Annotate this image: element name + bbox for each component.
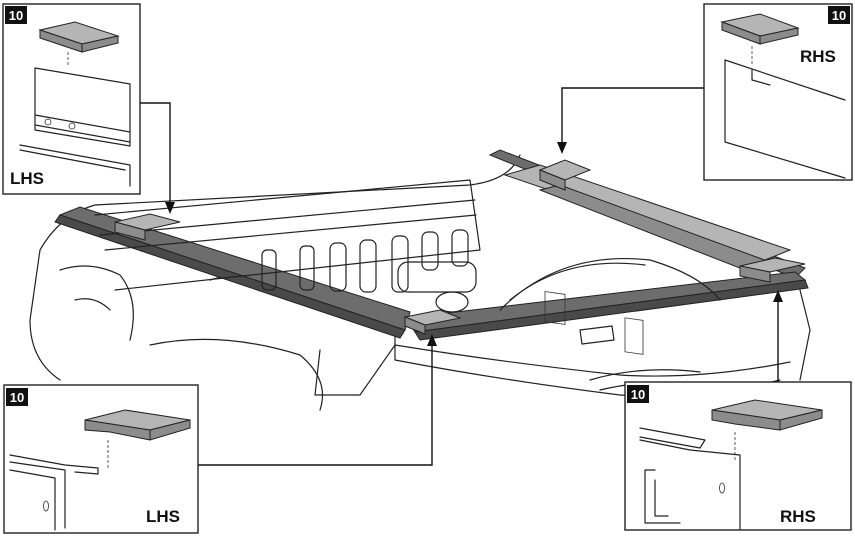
- step-number-bottom-left: 10: [10, 390, 24, 405]
- step-number-top-right: 10: [832, 8, 846, 23]
- tailgate-rail: [405, 272, 808, 340]
- side-label-top-left: LHS: [10, 169, 44, 188]
- callout-top-right: 10 RHS: [704, 4, 852, 180]
- side-label-bottom-left: LHS: [146, 507, 180, 526]
- callout-bottom-left: 10 LHS: [4, 385, 198, 533]
- step-number-bottom-right: 10: [631, 387, 645, 402]
- step-number-top-left: 10: [9, 8, 23, 23]
- side-label-top-right: RHS: [800, 47, 836, 66]
- callout-top-left: 10 LHS: [3, 4, 140, 194]
- callout-bottom-right: 10 RHS: [625, 382, 851, 530]
- truck-bed-illustration: [30, 150, 810, 410]
- side-label-bottom-right: RHS: [780, 507, 816, 526]
